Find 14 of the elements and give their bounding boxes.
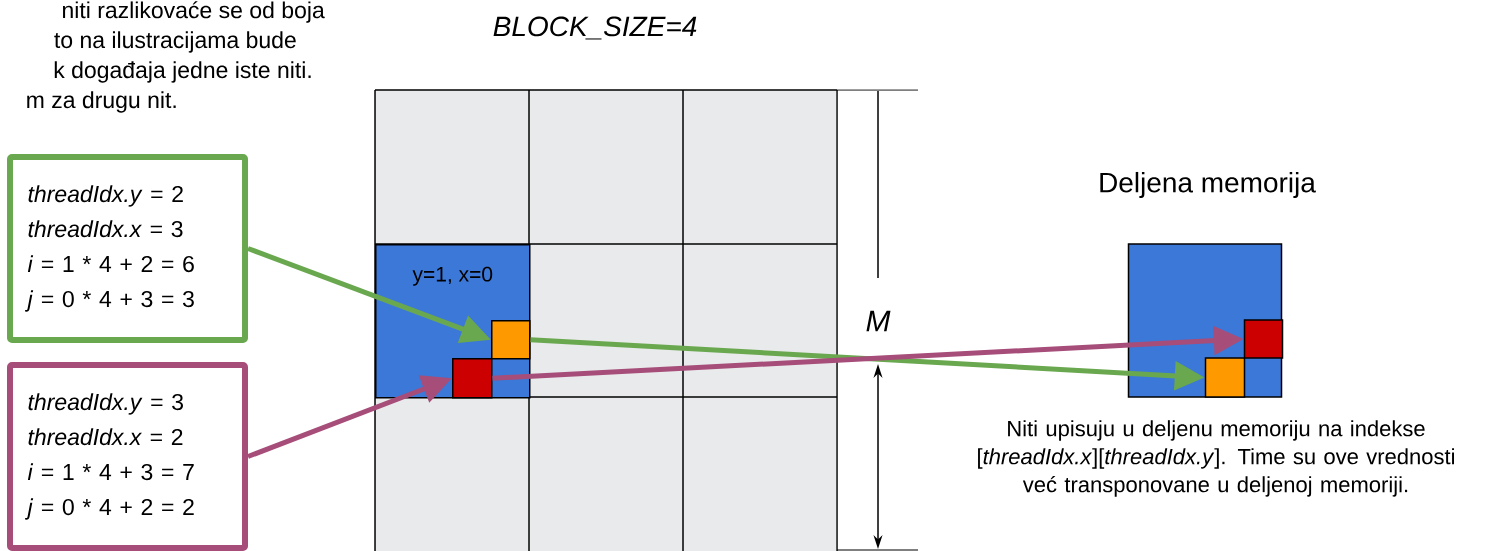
block-size-label: BLOCK_SIZE=4 [493, 16, 697, 40]
thread-info-box: threadIdx.y = 3 threadIdx.x = 2 i = 1 * 4 + 3 = 7 j = 0 * 4 + 2 = 2 [7, 362, 248, 551]
paragraph-line: to na ilustracijama bude [54, 31, 296, 53]
thread-info-box: threadIdx.y = 2 threadIdx.x = 3 i = 1 * 4 + 2 = 6 j = 0 * 4 + 3 = 3 [7, 154, 248, 343]
dimension-label: M [866, 310, 891, 332]
node-label: Niti upisuju u deljenu memoriju na indekse [threadIdx.x][threadIdx.y]. Time su ove vrednosti već transponovane u deljenoj memoriji. [978, 420, 1454, 497]
element-square [491, 320, 531, 360]
paragraph-line: niti razlikovaće se od boja [62, 1, 325, 23]
element-square [452, 358, 493, 399]
section-heading: Deljena memorija [1100, 171, 1316, 199]
element-square [1204, 357, 1246, 398]
paragraph-line: k događaja jedne iste niti. [54, 61, 311, 83]
element-square [1243, 319, 1284, 359]
paragraph-line: m za drugu nit. [27, 91, 176, 113]
